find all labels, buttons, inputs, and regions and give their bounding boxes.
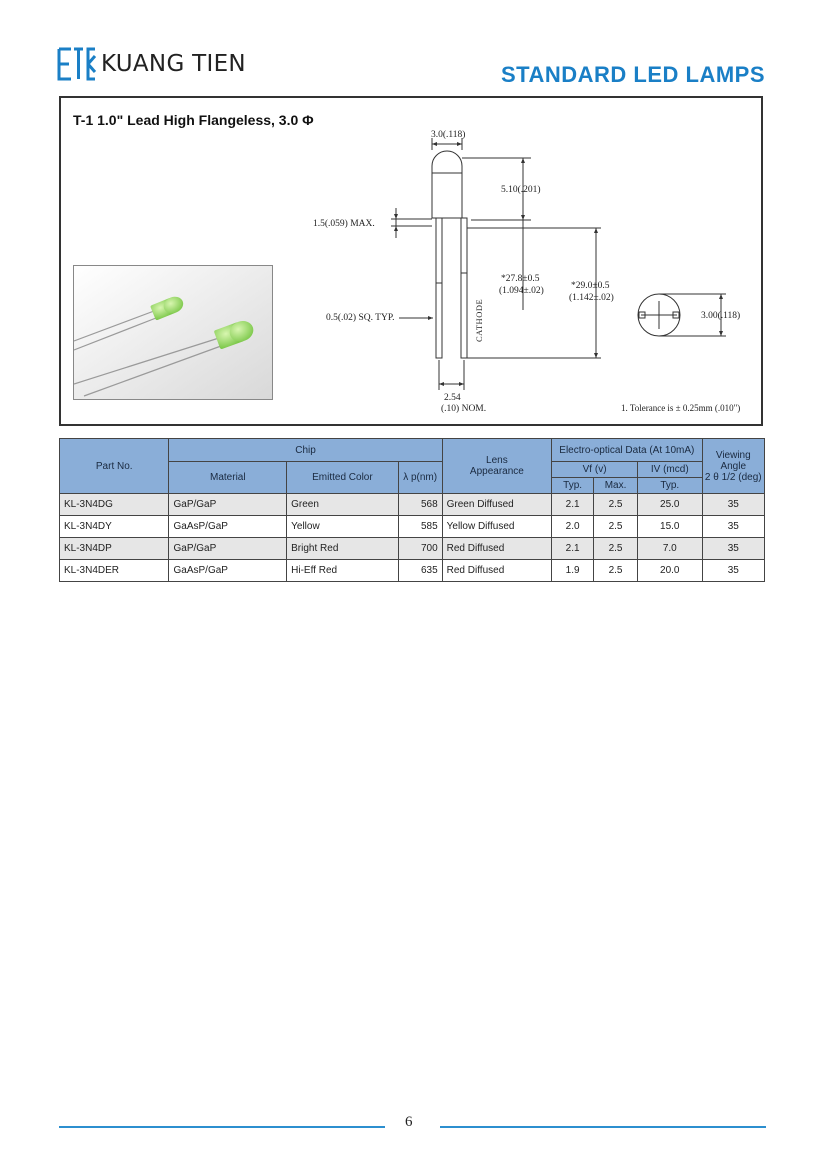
cell-material: GaAsP/GaP	[168, 559, 288, 582]
lead-length-2-label: *29.0±0.5	[571, 281, 610, 291]
document-title: STANDARD LED LAMPS	[500, 62, 765, 87]
cell-vf-max: 2.5	[593, 537, 639, 560]
footer-rule-right	[440, 1126, 766, 1128]
pitch-b-label: (.10) NOM.	[441, 403, 486, 414]
product-photo	[73, 265, 273, 400]
brand-logo: KUANG TIEN	[57, 46, 246, 82]
dome-height-label: 5.10(.201)	[501, 184, 541, 195]
dimension-drawing: 3.0(.118) 5.10(.201) 1.5(.059) MAX. *27.…	[313, 129, 740, 414]
cell-part: KL-3N4DY	[58, 515, 170, 538]
header-part-no: Part No.	[58, 438, 170, 494]
cell-iv-typ: 7.0	[637, 537, 703, 560]
pitch-label: 2.54	[444, 393, 461, 403]
led-photo-illustration	[74, 266, 272, 399]
cell-vf-typ: 1.9	[551, 559, 595, 582]
tolerance-note: 1. Tolerance is ± 0.25mm (.010")	[621, 403, 741, 413]
header-wavelength: λ p(nm)	[397, 461, 443, 494]
cell-angle: 35	[701, 537, 765, 560]
cell-material: GaAsP/GaP	[168, 515, 288, 538]
cell-material: GaP/GaP	[168, 537, 288, 560]
cell-iv-typ: 15.0	[637, 515, 703, 538]
cell-wavelength: 700	[397, 537, 443, 560]
table-row: KL-3N4DG GaP/GaP Green 568 Green Diffuse…	[58, 493, 765, 516]
header-vf-max: Max.	[593, 477, 639, 494]
diameter-label: 3.0(.118)	[431, 129, 465, 140]
cell-vf-max: 2.5	[593, 559, 639, 582]
cell-wavelength: 585	[397, 515, 443, 538]
header-viewing-line2: 2 θ 1/2 (deg)	[704, 471, 762, 483]
cell-lens: Red Diffused	[441, 537, 553, 560]
header-chip: Chip	[168, 438, 443, 462]
header-material: Material	[168, 461, 288, 494]
cell-wavelength: 635	[397, 559, 443, 582]
cell-part: KL-3N4DER	[58, 559, 170, 582]
header-vf: Vf (v)	[551, 461, 639, 478]
cell-vf-max: 2.5	[593, 493, 639, 516]
cell-angle: 35	[701, 493, 765, 516]
cell-color: Hi-Eff Red	[286, 559, 399, 582]
cell-wavelength: 568	[397, 493, 443, 516]
table-row: KL-3N4DY GaAsP/GaP Yellow 585 Yellow Dif…	[58, 515, 765, 538]
lead-length-2b-label: (1.142±.02)	[569, 292, 614, 303]
kuang-tien-logo-icon	[57, 47, 97, 81]
cell-lens: Red Diffused	[441, 559, 553, 582]
cell-color: Bright Red	[286, 537, 399, 560]
cell-color: Green	[286, 493, 399, 516]
brand-name: KUANG TIEN	[101, 51, 246, 77]
table-row: KL-3N4DP GaP/GaP Bright Red 700 Red Diff…	[58, 537, 765, 560]
header-eo: Electro-optical Data (At 10mA)	[551, 438, 703, 462]
lead-size-label: 0.5(.02) SQ. TYP.	[326, 312, 394, 323]
page-number: 6	[405, 1114, 413, 1130]
header-iv: IV (mcd)	[637, 461, 703, 478]
cell-iv-typ: 20.0	[637, 559, 703, 582]
header-lens-line2: Appearance	[469, 466, 524, 477]
cell-vf-max: 2.5	[593, 515, 639, 538]
drawing-panel: T-1 1.0" Lead High Flangeless, 3.0 Φ	[59, 96, 763, 426]
cathode-label: CATHODE	[474, 299, 484, 342]
header-viewing-line1: Viewing Angle	[715, 449, 751, 472]
footer-rule-left	[59, 1126, 385, 1128]
cell-vf-typ: 2.1	[551, 537, 595, 560]
lead-length-1-label: *27.8±0.5	[501, 274, 540, 284]
flange-max-label: 1.5(.059) MAX.	[313, 218, 375, 229]
cell-angle: 35	[701, 559, 765, 582]
header-iv-typ: Typ.	[637, 477, 703, 494]
cell-vf-typ: 2.1	[551, 493, 595, 516]
header-vf-typ: Typ.	[551, 477, 595, 494]
cell-vf-typ: 2.0	[551, 515, 595, 538]
cell-color: Yellow	[286, 515, 399, 538]
cell-part: KL-3N4DG	[58, 493, 170, 516]
lead-length-1b-label: (1.094±.02)	[499, 285, 544, 296]
cell-material: GaP/GaP	[168, 493, 288, 516]
header-lens-line1: Lens	[486, 455, 508, 466]
cell-angle: 35	[701, 515, 765, 538]
bottom-diameter-label: 3.00(.118)	[701, 310, 740, 321]
table-row: KL-3N4DER GaAsP/GaP Hi-Eff Red 635 Red D…	[58, 559, 765, 582]
cell-iv-typ: 25.0	[637, 493, 703, 516]
product-title: T-1 1.0" Lead High Flangeless, 3.0 Φ	[73, 112, 314, 128]
cell-lens: Yellow Diffused	[441, 515, 553, 538]
header-emitted-color: Emitted Color	[286, 461, 399, 494]
cell-part: KL-3N4DP	[58, 537, 170, 560]
cell-lens: Green Diffused	[441, 493, 553, 516]
